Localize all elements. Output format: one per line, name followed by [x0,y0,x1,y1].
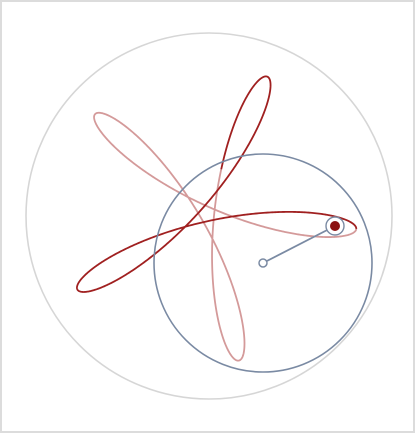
pen-arm [262,225,336,264]
rolling-circle [153,153,373,373]
traced-curve [76,75,358,362]
outer-ring [25,32,393,400]
curve-segment-faded [93,111,358,362]
pen-dot [330,221,340,231]
curve-segment-recent [76,75,358,293]
rolling-circle-center [258,258,268,268]
